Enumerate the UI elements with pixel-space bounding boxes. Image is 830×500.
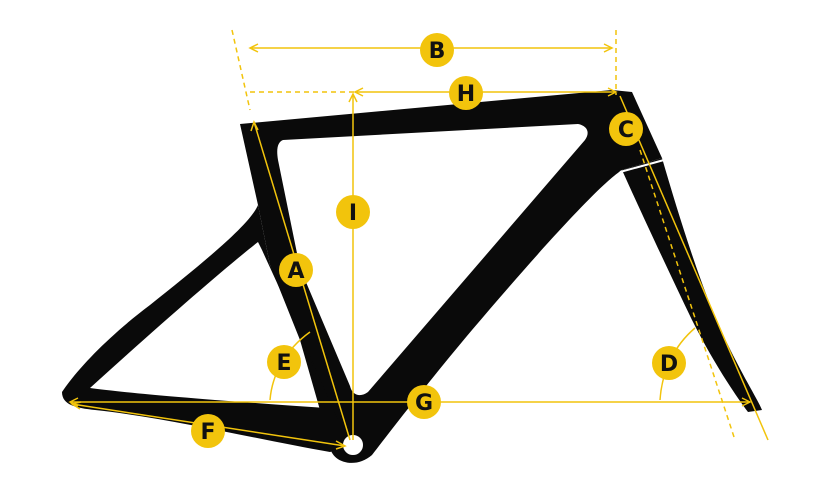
label-h: H [449, 76, 483, 110]
dim-b-arrow-right [603, 43, 614, 53]
dim-f-arrow-right [335, 440, 347, 450]
label-a-text: A [287, 259, 304, 284]
dim-i-arrow-top [348, 92, 358, 103]
dim-d-ext [639, 149, 736, 441]
dim-f-arrow-left [70, 401, 82, 410]
fork [622, 158, 762, 412]
fork-crown-highlight [619, 159, 665, 173]
label-i: I [336, 195, 370, 229]
label-a: A [279, 253, 313, 287]
label-d: D [652, 346, 686, 380]
label-g-text: G [415, 391, 433, 416]
dim-a-arrow-top [250, 120, 259, 132]
main-triangle [240, 90, 662, 463]
label-f-text: F [200, 420, 215, 445]
dimension-labels: B H C I A E D G [191, 33, 686, 448]
label-e-text: E [276, 351, 291, 376]
label-b: B [420, 33, 454, 67]
label-d-text: D [660, 352, 678, 377]
label-g: G [407, 385, 441, 419]
dim-b-arrow-left [248, 43, 259, 53]
dim-c-line [619, 95, 769, 441]
label-h-text: H [457, 82, 475, 107]
label-f: F [191, 414, 225, 448]
label-e: E [267, 345, 301, 379]
dim-h-arrow-right [607, 87, 618, 97]
label-i-text: I [349, 201, 357, 226]
dim-g-arrow-right [741, 397, 752, 407]
label-b-text: B [429, 39, 446, 64]
label-c: C [609, 112, 643, 146]
label-c-text: C [618, 118, 634, 143]
dim-b-ext-left [231, 29, 251, 111]
dimension-lines [68, 29, 769, 450]
dim-h-arrow-left [353, 87, 364, 97]
